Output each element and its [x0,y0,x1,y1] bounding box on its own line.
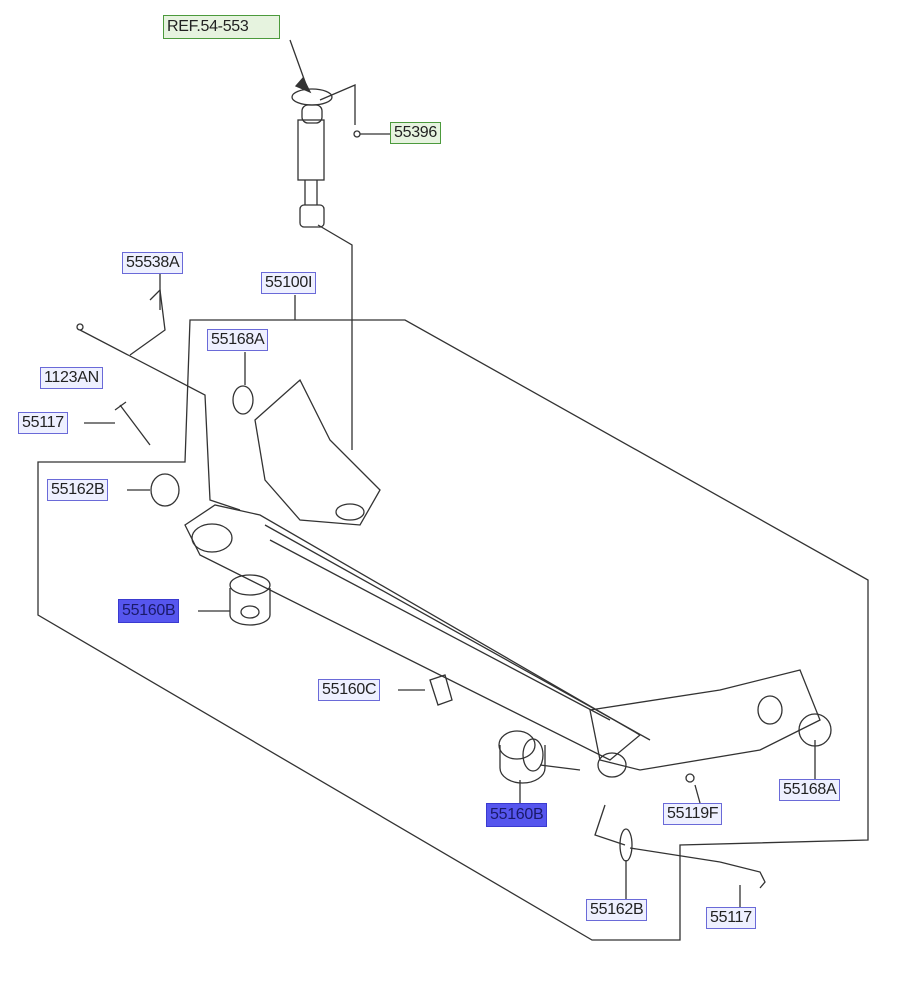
shock-absorber [291,88,361,228]
part-label-55168a-right[interactable]: 55168A [779,779,841,801]
part-label-55117-bottom[interactable]: 55117 [706,907,756,929]
ref-arrow-icon [294,76,312,94]
part-label-1123an[interactable]: 1123AN [40,367,103,389]
part-label-55160b-right-highlighted[interactable]: 55160B [486,803,548,827]
part-label-55162b-left[interactable]: 55162B [47,479,109,501]
torsion-beam-axle [184,378,821,778]
part-label-55538a[interactable]: 55538A [122,252,184,274]
ref-label[interactable]: REF.54-553 [163,15,280,39]
small-parts [76,288,832,889]
part-label-55119f[interactable]: 55119F [663,803,723,825]
part-label-55160c[interactable]: 55160C [318,679,381,701]
part-label-55160b-left-highlighted[interactable]: 55160B [118,599,180,623]
part-label-55162b-bottom[interactable]: 55162B [586,899,648,921]
part-label-55396[interactable]: 55396 [390,122,441,144]
part-label-55100i[interactable]: 55100I [261,272,317,294]
part-label-55117-left[interactable]: 55117 [18,412,68,434]
part-label-55168a-top[interactable]: 55168A [207,329,269,351]
leader-lines [37,39,869,941]
